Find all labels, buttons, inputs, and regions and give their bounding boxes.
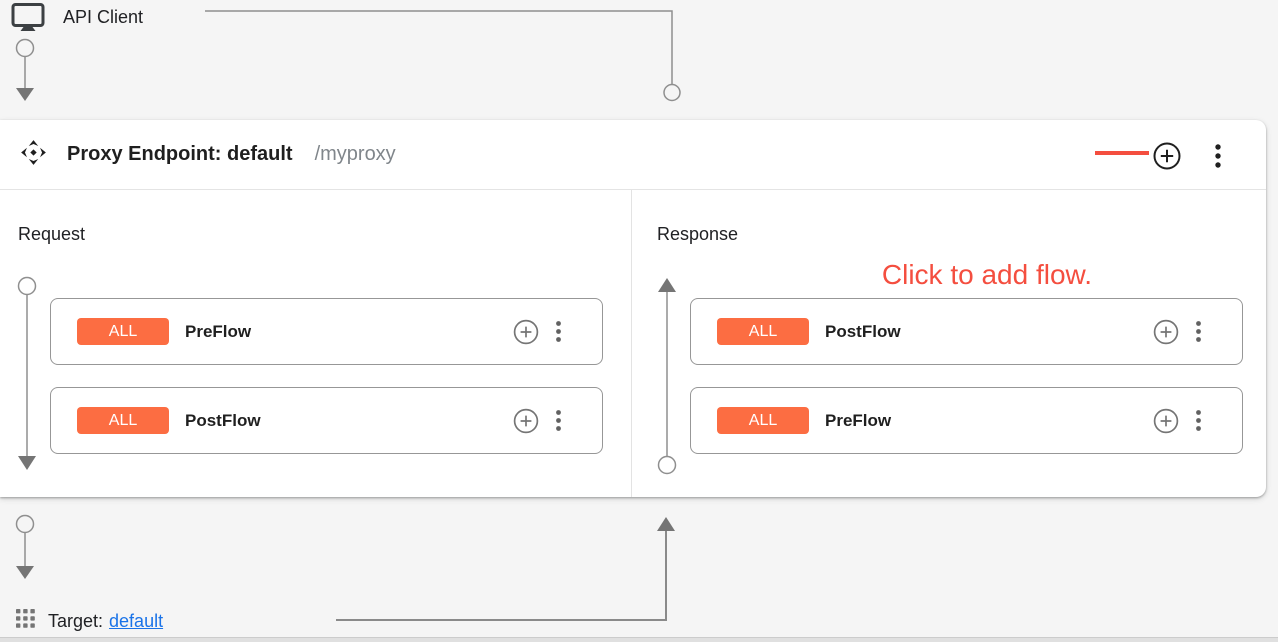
proxy-endpoint-header: Proxy Endpoint: default /myproxy <box>0 120 1266 190</box>
endpoint-menu-button[interactable] <box>1209 141 1227 171</box>
flow-menu-button[interactable] <box>555 320 562 343</box>
add-policy-button[interactable] <box>1153 319 1179 345</box>
target-default-link[interactable]: default <box>109 610 164 631</box>
flow-menu-button[interactable] <box>555 409 562 432</box>
flow-name: PostFlow <box>825 321 901 341</box>
response-lane-label: Response <box>657 224 739 244</box>
condition-badge: ALL <box>77 407 169 434</box>
annotation-pointer-line <box>1095 151 1149 155</box>
flow-card-request-preflow[interactable]: ALL PreFlow <box>50 298 603 365</box>
proxy-endpoint-panel: Proxy Endpoint: default /myproxy Click t… <box>0 120 1266 497</box>
target-endpoint-row: Target: default <box>16 606 163 636</box>
panel-basepath: /myproxy <box>314 143 396 165</box>
flow-name: PreFlow <box>825 410 892 430</box>
apps-grid-icon <box>16 609 35 633</box>
flow-name: PreFlow <box>185 321 252 341</box>
add-policy-button[interactable] <box>1153 408 1179 434</box>
request-lane-label: Request <box>18 224 86 244</box>
flow-menu-button[interactable] <box>1195 320 1202 343</box>
target-label: Target: <box>48 610 104 631</box>
proxy-endpoint-icon <box>20 139 47 171</box>
api-client-node: API Client <box>10 2 143 33</box>
monitor-icon <box>10 2 46 33</box>
panel-title: Proxy Endpoint: default <box>67 143 293 165</box>
add-policy-button[interactable] <box>513 408 539 434</box>
flow-name: PostFlow <box>185 410 261 430</box>
add-policy-button[interactable] <box>513 319 539 345</box>
flow-card-response-preflow[interactable]: ALL PreFlow <box>690 387 1243 454</box>
api-client-label: API Client <box>63 7 144 27</box>
bottom-panel-edge <box>0 637 1278 642</box>
request-response-divider <box>631 190 632 497</box>
condition-badge: ALL <box>717 407 809 434</box>
flow-card-response-postflow[interactable]: ALL PostFlow <box>690 298 1243 365</box>
add-flow-annotation: Click to add flow. <box>881 259 1092 290</box>
add-flow-button[interactable] <box>1152 141 1182 171</box>
flow-card-request-postflow[interactable]: ALL PostFlow <box>50 387 603 454</box>
condition-badge: ALL <box>77 318 169 345</box>
flow-menu-button[interactable] <box>1195 409 1202 432</box>
condition-badge: ALL <box>717 318 809 345</box>
